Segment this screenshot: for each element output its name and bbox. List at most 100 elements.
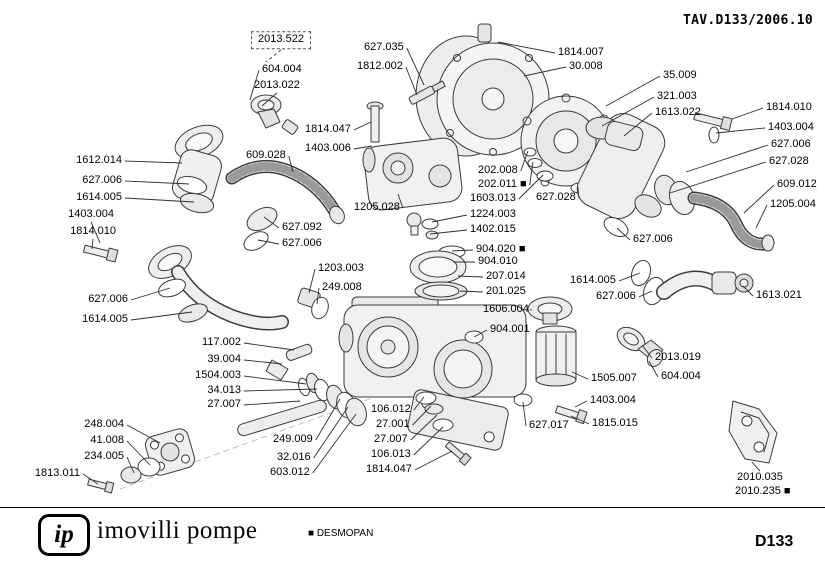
part-label: 1403.006 [305, 142, 351, 155]
part-label: 249.008 [322, 281, 362, 294]
logo-text: ip [54, 521, 74, 548]
part-label: 30.008 [569, 60, 603, 73]
drawing-number: TAV.D133/2006.10 [682, 13, 813, 28]
leader-line [623, 112, 653, 137]
leader-line [755, 204, 768, 229]
leader-line [473, 329, 488, 338]
part-label: 1812.002 [357, 60, 403, 73]
leader-line [412, 405, 432, 426]
part-label: 1505.007 [591, 372, 637, 385]
leader-line [577, 186, 580, 199]
part-label: 627.006 [82, 174, 122, 187]
leader-line [126, 440, 151, 466]
leader-line [414, 450, 453, 471]
part-right-hose [603, 174, 775, 252]
leader-line [312, 413, 357, 474]
leader-line [124, 160, 183, 164]
part-label: 1614.005 [570, 274, 616, 287]
leader-line [570, 415, 590, 425]
part-label: 1603.013 [470, 192, 516, 205]
leader-line [648, 360, 659, 378]
part-air-chamber-dome [415, 23, 550, 157]
part-label: 604.004 [661, 370, 701, 383]
leader-line [605, 75, 661, 107]
leader-line [261, 92, 278, 107]
part-label: 627.028 [536, 191, 576, 204]
part-label: 249.009 [273, 433, 313, 446]
part-label: 627.006 [771, 138, 811, 151]
part-label: 1205.004 [770, 198, 816, 211]
part-left-valve-cones [250, 94, 299, 135]
part-label: 1612.014 [76, 154, 122, 167]
part-label: 117.002 [202, 336, 241, 349]
leader-line [257, 239, 280, 245]
part-label: 904.001 [490, 323, 530, 336]
part-label: 2010.035 [737, 471, 783, 484]
leader-line [313, 406, 349, 459]
part-label: 41.008 [90, 434, 124, 447]
leader-line [743, 184, 775, 214]
part-label: 627.006 [282, 237, 322, 250]
leader-line [520, 150, 529, 172]
part-washer-right [708, 126, 720, 144]
leader-line [410, 414, 438, 441]
leader-line [82, 473, 99, 485]
part-bolt-left [83, 244, 119, 263]
leader-line [431, 214, 468, 223]
part-label: 1614.005 [82, 313, 128, 326]
part-label: 604.004 [262, 63, 302, 76]
leader-line [124, 197, 195, 203]
part-label: 627.006 [596, 290, 636, 303]
part-label: 202.008 [478, 164, 518, 177]
leader-line [353, 121, 372, 131]
part-label: 39.004 [207, 353, 241, 366]
part-left-hose-top [225, 159, 345, 251]
leader-lines [82, 41, 775, 485]
leader-line [571, 371, 589, 380]
part-label: 27.001 [376, 418, 410, 431]
part-label: 1814.047 [305, 123, 351, 136]
leader-line [413, 396, 425, 411]
leader-line [263, 216, 280, 229]
part-label: 27.007 [207, 398, 241, 411]
part-label: 627.035 [364, 41, 404, 54]
leader-line [353, 145, 373, 150]
footer-divider [0, 507, 825, 508]
part-label: 627.017 [529, 419, 569, 432]
leader-line [669, 161, 767, 194]
part-label: 1813.011 [34, 467, 80, 480]
part-label: 2010.235 ■ [735, 485, 791, 498]
part-label: 1613.022 [655, 106, 701, 119]
leader-line [316, 287, 320, 305]
part-label: 207.014 [486, 270, 526, 283]
part-right-valve [513, 296, 588, 425]
leader-line [243, 375, 307, 385]
leader-line [265, 49, 282, 63]
part-label: 1403.004 [768, 121, 814, 134]
leader-line [638, 290, 653, 298]
leader-line [126, 424, 161, 444]
boxed-part-label: 2013.522 [251, 31, 311, 49]
part-left-inlet [172, 124, 224, 214]
part-label: 1402.015 [470, 223, 516, 236]
leader-line [751, 461, 761, 472]
leader-line [601, 96, 655, 127]
part-label: 248.004 [84, 418, 124, 431]
part-bracket [728, 400, 778, 464]
leader-line [406, 47, 425, 86]
part-label: 34.013 [207, 384, 241, 397]
leader-line [616, 227, 631, 241]
leader-line [90, 221, 101, 244]
part-piston-assembly [237, 343, 367, 437]
leader-line [243, 342, 295, 351]
leader-line [523, 66, 567, 77]
leader-line [574, 400, 588, 408]
leader-line [685, 144, 769, 173]
part-label: 2013.022 [254, 79, 300, 92]
part-label: 904.010 [478, 255, 518, 268]
part-label: 201.025 [486, 285, 526, 298]
leader-line [742, 285, 754, 297]
part-label: 2013.019 [655, 351, 701, 364]
part-label: 1403.004 [590, 394, 636, 407]
